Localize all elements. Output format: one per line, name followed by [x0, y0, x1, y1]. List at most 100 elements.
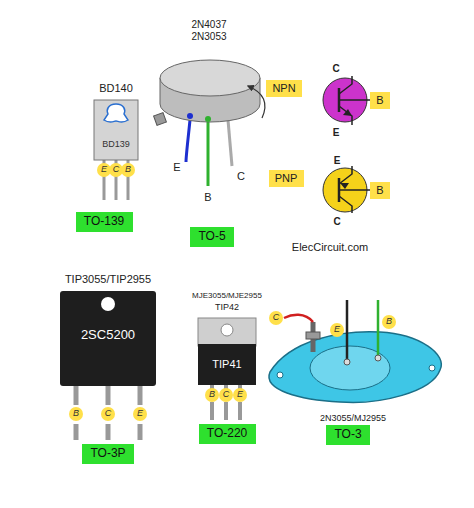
- emitter-arrow: [343, 109, 352, 116]
- package-body: [60, 291, 156, 386]
- part-number: BD140: [99, 82, 133, 94]
- pin-circle: C: [101, 407, 115, 421]
- nut: [306, 332, 320, 339]
- emitter-lead: [339, 106, 352, 125]
- pin-circle: E: [233, 388, 247, 402]
- pin-name: E: [334, 155, 341, 166]
- node-text: E: [334, 325, 340, 335]
- pin-lead: [238, 402, 242, 420]
- node-text: E: [101, 165, 107, 175]
- node-text: B: [376, 94, 383, 106]
- emitter-lead: [339, 166, 352, 184]
- part-number: 2N3055/MJ2955: [320, 414, 386, 424]
- emitter-arrow: [340, 183, 349, 189]
- type-badge: NPN: [266, 80, 302, 97]
- base-wire: [377, 300, 380, 358]
- node-text: C: [223, 390, 230, 400]
- pnp-symbol: [323, 166, 370, 213]
- node-text: NPN: [272, 82, 295, 94]
- pin-circle: E: [133, 407, 147, 421]
- collector-lead: [339, 76, 352, 94]
- watermark: ElecCircuit.com: [292, 241, 368, 253]
- node-text: TO-5: [198, 230, 225, 243]
- node-text: E: [137, 409, 143, 419]
- pin-dot: [187, 113, 193, 119]
- package-label: TO-3: [326, 425, 370, 445]
- pin-lead: [224, 402, 228, 420]
- pin-circle: B: [69, 407, 83, 421]
- base-lead: [339, 99, 370, 101]
- mounting-hole: [277, 372, 283, 378]
- pin-circle: B: [205, 388, 219, 402]
- pin-circle: B: [382, 315, 396, 329]
- collector-wire: [228, 120, 232, 166]
- to3p-package: [60, 291, 156, 440]
- collector-wire: [284, 315, 313, 322]
- pin-circle: E: [330, 323, 344, 337]
- emitter-wire: [346, 300, 349, 362]
- pin-lead: [127, 176, 130, 200]
- package-label: TO-220: [199, 424, 256, 444]
- pin-name: E: [333, 127, 340, 138]
- part-number: 2N3053: [191, 31, 226, 42]
- node-text: TO-139: [84, 215, 124, 228]
- node-text: TO-3P: [90, 447, 125, 460]
- node-text: B: [376, 184, 383, 196]
- pin-name: B: [204, 191, 211, 203]
- mounting-hole: [104, 104, 128, 122]
- node-text: B: [386, 317, 392, 327]
- pin-name: C: [333, 216, 340, 227]
- pin-name: C: [332, 63, 339, 74]
- mounting-hole: [429, 365, 435, 371]
- pin-lead: [138, 424, 143, 440]
- mounting-hole: [221, 324, 233, 336]
- part-number: TIP42: [215, 303, 239, 313]
- base-lead: [339, 189, 370, 191]
- to220-package: [198, 318, 256, 420]
- pin-lead: [115, 176, 118, 200]
- node-text: C: [105, 409, 112, 419]
- part-number: 2SC5200: [81, 328, 135, 342]
- part-number: BD139: [102, 140, 130, 150]
- part-number: 2N4037: [191, 19, 226, 30]
- pin-dot: [344, 359, 350, 365]
- to139-package: [94, 100, 138, 200]
- node-text: TO-220: [207, 427, 247, 440]
- part-number: TIP41: [212, 358, 241, 370]
- node-text: B: [209, 390, 215, 400]
- pin-circle: C: [269, 311, 283, 325]
- collector-lead: [339, 196, 352, 213]
- pin-circle: C: [219, 388, 233, 402]
- to3-package: [269, 300, 441, 402]
- pin-lead: [210, 402, 214, 420]
- emitter-wire: [186, 120, 190, 162]
- mounting-hole: [101, 297, 115, 311]
- package-label: TO-5: [190, 227, 234, 247]
- pin-lead: [106, 424, 111, 440]
- pin-lead: [138, 384, 143, 405]
- pin-lead: [103, 176, 106, 200]
- node-text: PNP: [275, 172, 298, 184]
- metal-tab: [198, 318, 256, 346]
- node-text: B: [125, 165, 131, 175]
- package-body: [198, 344, 256, 385]
- to5-package: [154, 60, 265, 186]
- npn-symbol: [323, 76, 370, 125]
- pin-lead: [74, 384, 79, 405]
- node-text: C: [113, 165, 120, 175]
- pin-badge: B: [370, 92, 390, 109]
- pin-dot: [205, 116, 211, 122]
- pin-name: C: [237, 170, 245, 182]
- package-label: TO-139: [76, 212, 133, 232]
- tab: [154, 113, 167, 126]
- part-number: TIP3055/TIP2955: [65, 273, 151, 285]
- base-wire: [207, 122, 210, 186]
- node-text: TO-3: [334, 428, 361, 441]
- pin-dot: [375, 355, 381, 361]
- type-badge: PNP: [269, 170, 304, 187]
- pin-badge: B: [370, 182, 390, 199]
- package-body: [94, 100, 138, 160]
- node-text: E: [237, 390, 243, 400]
- node-text: C: [273, 313, 280, 323]
